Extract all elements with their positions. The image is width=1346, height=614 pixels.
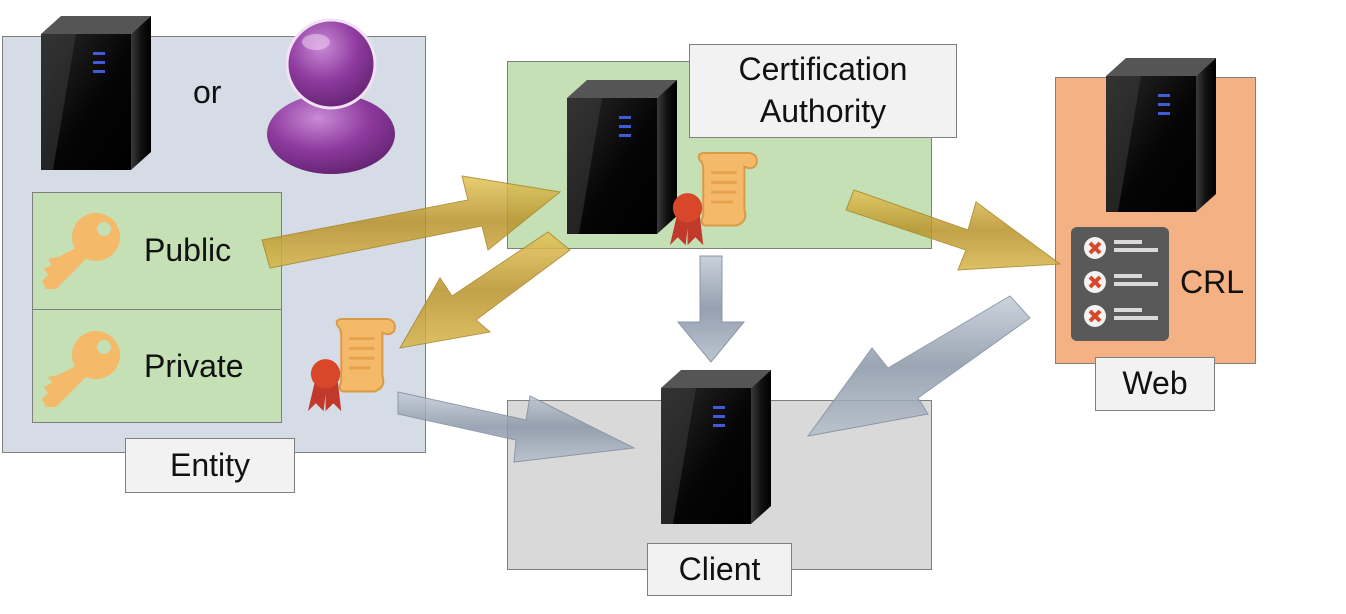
person-icon <box>267 18 395 174</box>
private-label: Private <box>144 348 244 384</box>
web-label: Web <box>1122 365 1188 402</box>
server-icon <box>30 14 152 174</box>
crl-label: CRL <box>1180 264 1245 300</box>
client-server-icon <box>650 368 772 528</box>
ca-certificate-icon <box>666 150 764 250</box>
public-label: Public <box>144 232 232 268</box>
private-key-panel <box>32 309 282 423</box>
ca-label-box: Certification Authority <box>689 44 957 138</box>
entity-label: Entity <box>169 446 251 483</box>
entity-label-box: Entity <box>125 438 295 493</box>
certificate-icon <box>304 316 402 416</box>
ca-server-icon <box>556 78 678 238</box>
ca-label-line1: Certification <box>738 51 908 88</box>
arrow-ca-to-client <box>676 255 746 363</box>
public-key-icon <box>38 210 128 292</box>
arrow-public-to-ca <box>261 175 562 269</box>
arrow-ca-to-web <box>845 189 1062 271</box>
ca-label-line2: Authority <box>759 93 887 129</box>
web-server-icon <box>1095 56 1217 216</box>
or-text: or <box>193 74 222 110</box>
web-label-box: Web <box>1095 357 1215 411</box>
arrow-ca-to-certificate <box>399 231 571 349</box>
private-key-icon <box>38 328 128 410</box>
client-label-box: Client <box>647 543 792 596</box>
crl-list-icon <box>1071 227 1169 341</box>
arrow-web-to-client <box>806 295 1031 437</box>
arrow-certificate-to-client <box>397 391 636 463</box>
client-label: Client <box>678 550 761 587</box>
